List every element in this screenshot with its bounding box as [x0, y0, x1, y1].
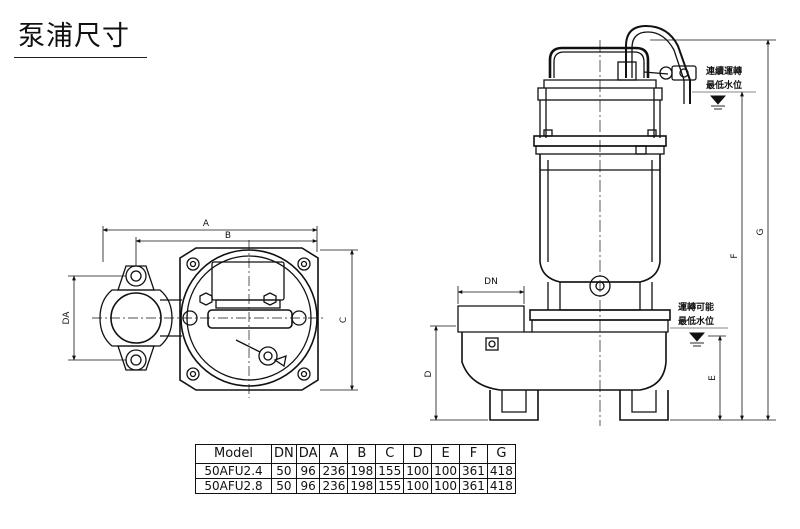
note-continuous-run: 連續運轉	[706, 65, 742, 77]
dim-label-DA: DA	[62, 311, 72, 325]
table-cell: 236	[319, 463, 349, 479]
table-cell: 155	[375, 463, 405, 479]
dimension-table: Model DN DA A B C D E F G 50AFU2.4 50 96…	[194, 444, 516, 494]
table-cell: 50	[271, 478, 297, 494]
col-header-f: F	[459, 444, 488, 464]
col-header-a: A	[319, 444, 349, 464]
note-run-possible: 運轉可能	[678, 301, 714, 313]
table-header-row: Model DN DA A B C D E F G	[194, 444, 516, 464]
col-header-b: B	[347, 444, 377, 464]
table-cell: 100	[431, 478, 461, 494]
side-view-dimensions	[430, 39, 776, 421]
table-cell: 96	[295, 478, 321, 494]
table-cell: 418	[486, 478, 516, 494]
water-level-markers	[670, 91, 756, 347]
dim-label-D: D	[424, 370, 434, 377]
table-row: 50AFU2.8 50 96 236 198 155 100 100 361 4…	[194, 478, 516, 494]
dim-label-B: B	[225, 231, 231, 241]
dim-label-DN: DN	[484, 277, 498, 287]
col-header-d: D	[403, 444, 433, 464]
min-level-continuous-marker	[710, 95, 726, 105]
table-cell: 198	[347, 463, 377, 479]
table-cell: 361	[459, 463, 488, 479]
dim-label-G: G	[756, 228, 766, 235]
table-cell: 100	[431, 463, 461, 479]
table-cell: 100	[403, 478, 433, 494]
table-cell: 50	[271, 463, 297, 479]
table-cell: 100	[403, 463, 433, 479]
table-cell: 361	[459, 478, 488, 494]
table-cell: 50AFU2.4	[194, 463, 273, 479]
cable-and-handle	[548, 24, 697, 104]
col-header-g: G	[486, 444, 516, 464]
col-header-e: E	[431, 444, 461, 464]
col-header-model: Model	[194, 444, 273, 464]
pump-dimension-drawing: A B C DA	[62, 24, 776, 426]
col-header-da: DA	[295, 444, 321, 464]
dim-label-F: F	[730, 253, 740, 258]
dim-label-A: A	[203, 219, 210, 229]
col-header-dn: DN	[271, 444, 297, 464]
page-title: 泵浦尺寸	[18, 21, 130, 52]
table-cell: 155	[375, 478, 405, 494]
side-view	[457, 24, 697, 426]
dim-label-E: E	[708, 375, 718, 381]
dim-label-C: C	[339, 317, 349, 323]
title-underline	[14, 57, 147, 58]
min-level-possible-marker	[689, 332, 705, 342]
note-min-level-2: 最低水位	[678, 315, 714, 327]
top-view-dimensions	[68, 226, 358, 391]
table-cell: 236	[319, 478, 349, 494]
table-cell: 50AFU2.8	[194, 478, 273, 494]
col-header-c: C	[375, 444, 405, 464]
top-view	[92, 240, 326, 398]
table-cell: 198	[347, 478, 377, 494]
table-row: 50AFU2.4 50 96 236 198 155 100 100 361 4…	[194, 463, 516, 479]
note-min-level-1: 最低水位	[706, 79, 742, 91]
table-cell: 418	[486, 463, 516, 479]
table-cell: 96	[295, 463, 321, 479]
